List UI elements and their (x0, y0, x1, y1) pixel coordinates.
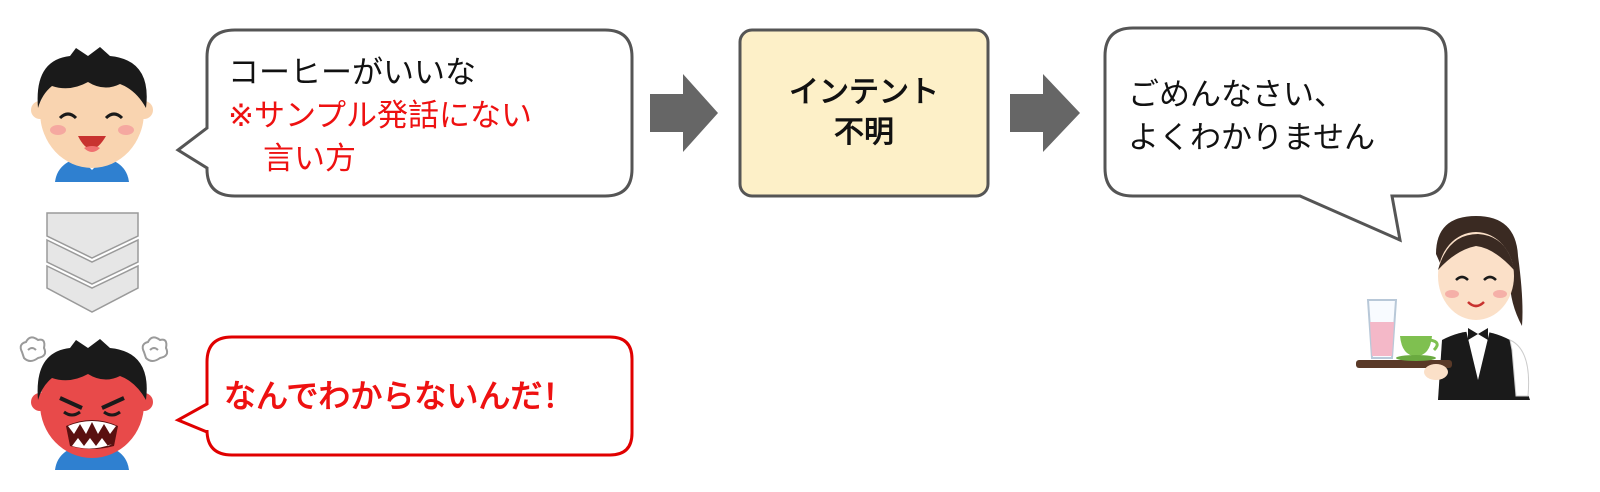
user-speech-bubble (175, 28, 634, 198)
staff-reply-line1: ごめんなさい、 (1128, 77, 1345, 113)
note-text-continued: 言い方 (263, 141, 356, 177)
angry-bubble-text: なんでわからないんだ！ (224, 375, 574, 418)
right-arrow-icon (650, 74, 718, 152)
down-chevron-icon (46, 212, 139, 313)
angry-speech-bubble (174, 335, 634, 457)
staff-bubble-text: ごめんなさい、 よくわかりません (1128, 74, 1375, 160)
user-utterance: コーヒーがいいな (228, 55, 476, 91)
right-arrow-icon (1010, 74, 1080, 152)
staff-speech-bubble (1103, 26, 1448, 243)
staff-reply-line2: よくわかりません (1128, 120, 1376, 156)
intent-label-line1: インテント (789, 75, 939, 110)
intent-box-label: インテント 不明 (740, 30, 988, 196)
user-bubble-text: コーヒーがいいな ※サンプル発話にない 言い方 (228, 52, 532, 181)
waitress-icon (1356, 216, 1530, 400)
angry-boy-icon (19, 336, 169, 470)
angry-utterance: なんでわからないんだ！ (224, 377, 575, 415)
smiling-boy-icon (31, 47, 153, 182)
intent-label-line2: 不明 (834, 115, 894, 150)
note-text: ※サンプル発話にない (228, 98, 533, 134)
intent-box (738, 28, 990, 198)
